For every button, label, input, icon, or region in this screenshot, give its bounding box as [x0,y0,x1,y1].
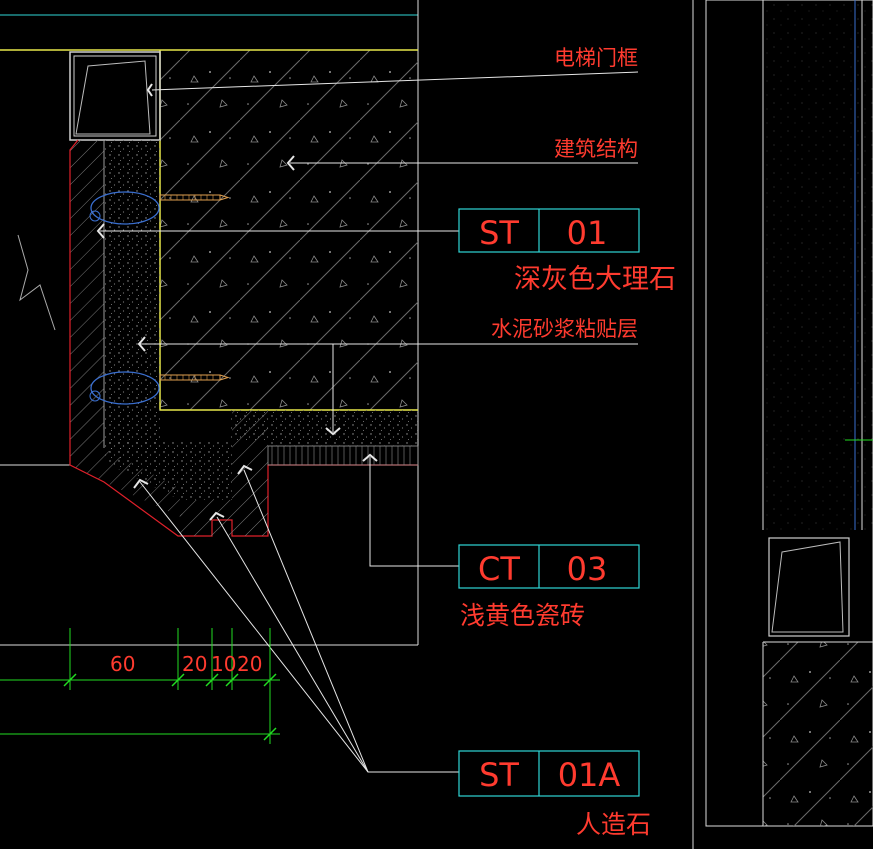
leader-lines [96,71,639,773]
dimension-label: 60 [110,652,135,676]
anchor-screws [89,191,230,405]
material-number: 01 [567,214,608,252]
material-code: ST [479,756,519,794]
elevator-door-frame [69,51,161,141]
building-structure-area [0,49,418,411]
material-code: ST [479,214,519,252]
dimension-label: 20 [237,652,262,676]
material-number: 01A [558,756,621,794]
material-tag-st-01: ST 01 [458,208,640,253]
material-tag-st-01a: ST 01A [458,750,640,797]
label-building-structure: 建筑结构 [554,137,638,161]
annotation-labels: 电梯门框 建筑结构 深灰色大理石 水泥砂浆粘贴层 浅黄色瓷砖 人造石 [460,46,676,839]
dimension-labels: 60 20 10 20 [110,652,262,676]
break-line-left [17,234,56,331]
material-tag-ct-03: CT 03 [458,544,640,589]
material-code: CT [478,550,520,588]
dimension-lines [0,628,280,744]
label-elevator-frame: 电梯门框 [554,46,638,70]
adjacent-detail-right [705,0,873,827]
label-cement-mortar: 水泥砂浆粘贴层 [491,317,638,341]
dimension-label: 10 [211,652,236,676]
floor-tile [267,445,419,466]
label-light-yellow-tile: 浅黄色瓷砖 [460,601,585,630]
dimension-label: 20 [182,652,207,676]
material-number: 03 [567,550,608,588]
label-dark-grey-marble: 深灰色大理石 [514,264,676,295]
label-artificial-stone: 人造石 [576,810,651,839]
